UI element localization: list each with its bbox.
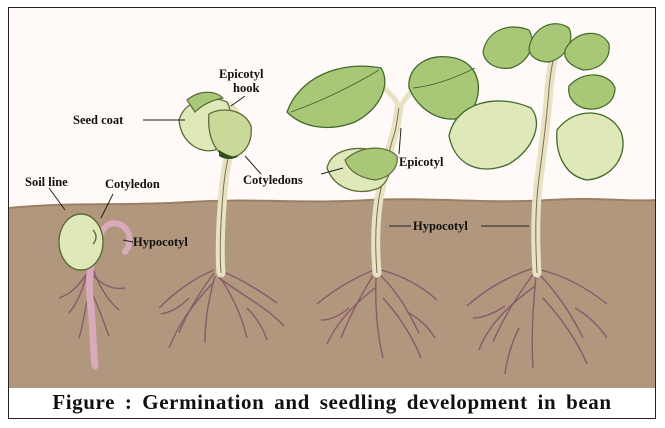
germination-diagram: Soil line Cotyledon Hypocotyl Seed coat … xyxy=(9,8,656,388)
figure-frame: Soil line Cotyledon Hypocotyl Seed coat … xyxy=(8,7,656,419)
label-hypocotyl-2: Hypocotyl xyxy=(413,219,468,233)
label-epicotyl: Epicotyl xyxy=(399,155,444,169)
label-hypocotyl-1: Hypocotyl xyxy=(133,235,188,249)
label-cotyledons: Cotyledons xyxy=(243,173,303,187)
figure-caption: Figure : Germination and seedling develo… xyxy=(9,390,655,415)
label-soil-line: Soil line xyxy=(25,175,68,189)
label-epicotyl-hook-line2: hook xyxy=(233,81,259,95)
label-cotyledon: Cotyledon xyxy=(105,177,160,191)
label-seed-coat: Seed coat xyxy=(73,113,124,127)
bean-seed-icon xyxy=(59,214,103,270)
label-epicotyl-hook-line1: Epicotyl xyxy=(219,67,264,81)
leaf-mid-stage-4 xyxy=(569,75,615,109)
